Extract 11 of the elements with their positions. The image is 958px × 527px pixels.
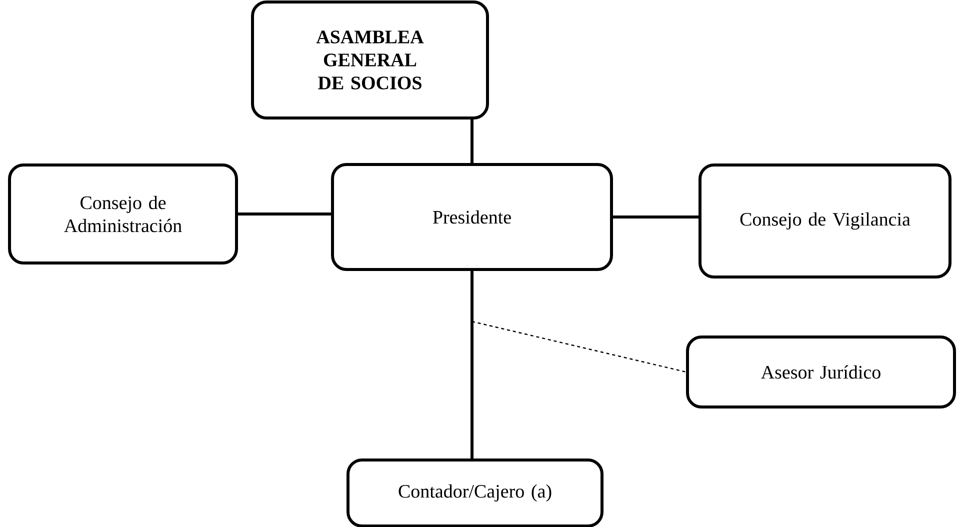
org-box: Consejo de Administración — [8, 164, 238, 264]
org-box: Consejo de Vigilancia — [698, 164, 952, 278]
org-box: Asesor Jurídico — [686, 336, 956, 408]
org-box: Presidente — [331, 163, 613, 271]
connector-line — [470, 120, 474, 163]
connector-line — [472, 320, 686, 373]
connector-line — [238, 212, 331, 216]
connector-line — [470, 271, 474, 458]
connector-line — [613, 216, 698, 218]
org-box: Contador/Cajero (a) — [346, 458, 604, 527]
org-box: ASAMBLEA GENERAL DE SOCIOS — [251, 0, 489, 120]
